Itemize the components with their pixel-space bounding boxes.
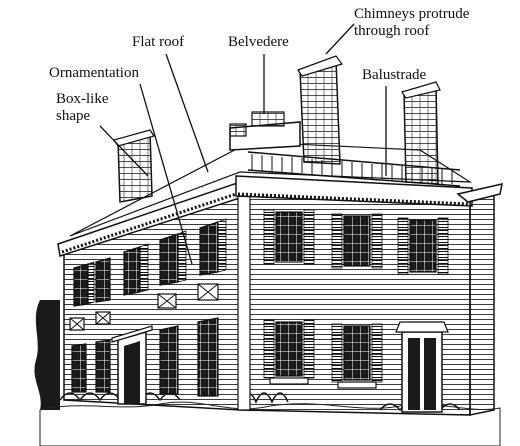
side-annex <box>456 183 503 416</box>
left-facade <box>57 178 247 411</box>
leader-box-like <box>99 125 149 177</box>
front-facade <box>235 175 473 416</box>
label-ornamentation: Ornamentation <box>49 65 139 81</box>
label-flat-roof: Flat roof <box>132 34 185 50</box>
belvedere <box>229 111 301 151</box>
label-chimneys: Chimneys protrude through roof <box>354 6 469 40</box>
label-balustrade: Balustrade <box>362 67 427 83</box>
label-box-like-line2: shape <box>56 108 91 124</box>
label-belvedere: Belvedere <box>228 34 289 50</box>
label-chimneys-line1: Chimneys protrude <box>354 6 470 22</box>
leader-lines <box>99 23 387 265</box>
label-box-like-shape: Box-like shape <box>56 91 109 125</box>
leader-chimneys <box>325 23 355 55</box>
chimneys <box>113 55 441 203</box>
leader-flat-roof <box>165 53 209 173</box>
label-box-like-line1: Box-like <box>56 91 109 107</box>
label-chimneys-line2: through roof <box>354 23 430 39</box>
leader-ornamentation <box>139 83 193 265</box>
